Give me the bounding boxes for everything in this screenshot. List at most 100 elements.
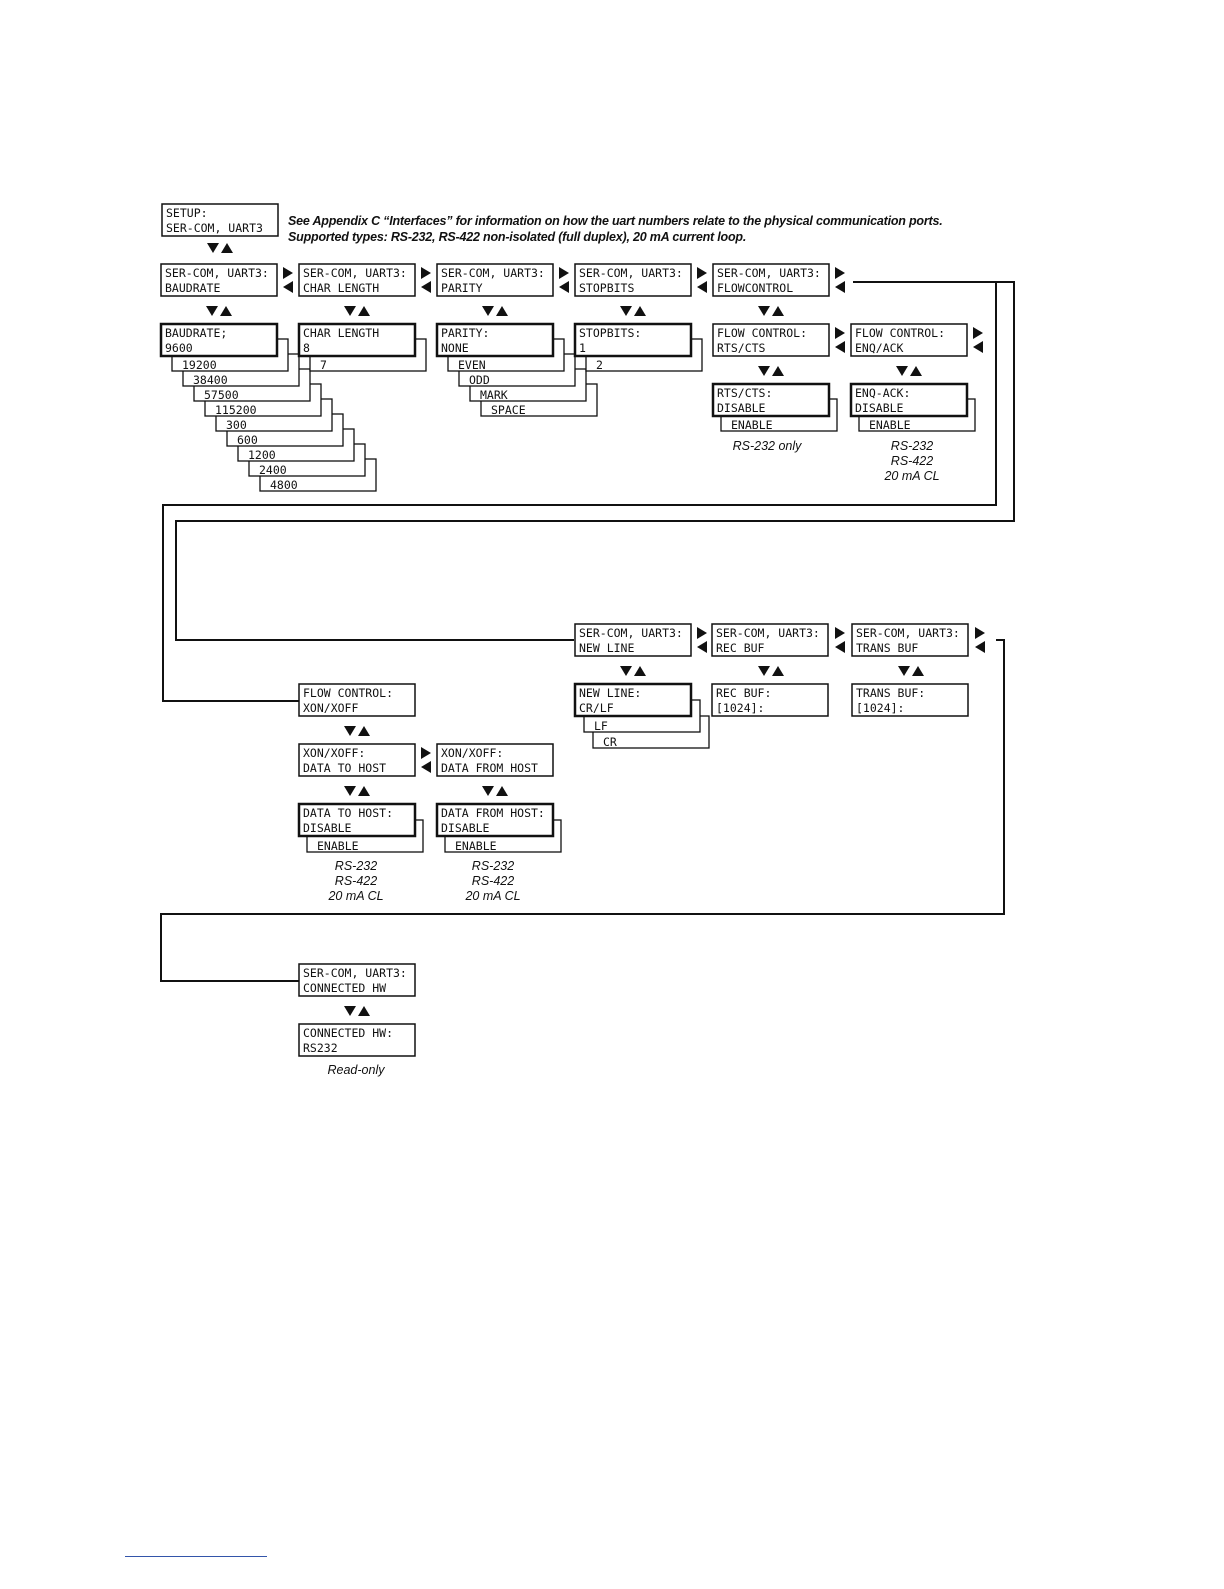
- menu-stopbits-line1: SER-COM, UART3:: [579, 266, 683, 280]
- menu-parity-line2: PARITY: [441, 281, 483, 295]
- arrow-up-icon: [772, 306, 784, 316]
- newline-option: LF: [594, 719, 608, 733]
- arrow-down-icon: [344, 306, 356, 316]
- arrow-up-icon: [772, 666, 784, 676]
- baudrate-setting-line2: 9600: [165, 341, 193, 355]
- baudrate-option: 300: [226, 418, 247, 432]
- menu-recbuf-line1: SER-COM, UART3:: [716, 626, 820, 640]
- menu-connected-hw-box: [298, 963, 416, 997]
- caption-data-from-host: RS-232 RS-422 20 mA CL: [465, 859, 521, 903]
- arrow-up-icon: [358, 786, 370, 796]
- arrow-down-icon: [758, 306, 770, 316]
- flow-control-xonxoff-line2: XON/XOFF: [303, 701, 358, 715]
- setup-line1: SETUP:: [166, 206, 208, 220]
- arrow-down-icon: [344, 786, 356, 796]
- arrow-up-icon: [221, 243, 233, 253]
- arrow-left-icon: [835, 641, 845, 653]
- arrow-down-icon: [344, 1006, 356, 1016]
- parity-setting-line2: NONE: [441, 341, 469, 355]
- rtscts-option: ENABLE: [731, 418, 773, 432]
- data-to-host-setting-box: [297, 802, 417, 838]
- menu-transbuf-line2: TRANS BUF: [856, 641, 918, 655]
- menu-newline-line1: SER-COM, UART3:: [579, 626, 683, 640]
- xonxoff-data-to-host-box: [298, 743, 416, 777]
- rtscts-setting-line1: RTS/CTS:: [717, 386, 772, 400]
- arrow-right-icon: [835, 627, 845, 639]
- arrow-up-icon: [496, 306, 508, 316]
- menu-transbuf-box: [851, 623, 969, 657]
- arrow-down-icon: [620, 306, 632, 316]
- arrow-up-icon: [220, 306, 232, 316]
- arrow-left-icon: [975, 641, 985, 653]
- xonxoff-data-from-host-line2: DATA FROM HOST: [441, 761, 538, 775]
- arrow-down-icon: [896, 366, 908, 376]
- connected-hw-setting-line2: RS232: [303, 1041, 338, 1055]
- connector-to-connected-hw: [160, 639, 1005, 982]
- newline-setting-box: [573, 682, 693, 718]
- arrow-right-icon: [559, 267, 569, 279]
- arrow-left-icon: [421, 761, 431, 773]
- connected-hw-setting-box: [298, 1023, 416, 1057]
- parity-setting-box: [435, 322, 555, 358]
- arrow-up-icon: [358, 306, 370, 316]
- stopbits-setting-line1: STOPBITS:: [579, 326, 641, 340]
- recbuf-setting-box: [711, 683, 829, 717]
- stopbits-setting-box: [573, 322, 693, 358]
- data-to-host-setting-line1: DATA TO HOST:: [303, 806, 393, 820]
- menu-baudrate-line1: SER-COM, UART3:: [165, 266, 269, 280]
- menu-parity-line1: SER-COM, UART3:: [441, 266, 545, 280]
- rtscts-setting-line2: DISABLE: [717, 401, 766, 415]
- xonxoff-data-to-host-line1: XON/XOFF:: [303, 746, 365, 760]
- arrow-right-icon: [835, 267, 845, 279]
- flow-control-enqack-line2: ENQ/ACK: [855, 341, 904, 355]
- enqack-setting-line2: DISABLE: [855, 401, 904, 415]
- menu-charlength-line1: SER-COM, UART3:: [303, 266, 407, 280]
- menu-recbuf-box: [711, 623, 829, 657]
- menu-connected-hw-line2: CONNECTED HW: [303, 981, 386, 995]
- parity-option: EVEN: [458, 358, 486, 372]
- menu-transbuf-line1: SER-COM, UART3:: [856, 626, 960, 640]
- flow-control-xonxoff-line1: FLOW CONTROL:: [303, 686, 393, 700]
- arrow-right-icon: [973, 327, 983, 339]
- menu-flowcontrol-line2: FLOWCONTROL: [717, 281, 793, 295]
- charlength-setting-box: [297, 322, 417, 358]
- data-from-host-setting-line2: DISABLE: [441, 821, 490, 835]
- connected-hw-setting-line1: CONNECTED HW:: [303, 1026, 393, 1040]
- menu-charlength-box: [298, 263, 416, 297]
- flow-control-rtscts-box: [712, 323, 830, 357]
- arrow-left-icon: [421, 281, 431, 293]
- baudrate-setting-box: [159, 322, 279, 358]
- arrow-up-icon: [358, 726, 370, 736]
- data-from-host-setting-line1: DATA FROM HOST:: [441, 806, 545, 820]
- arrow-down-icon: [207, 243, 219, 253]
- arrow-up-icon: [634, 666, 646, 676]
- from-host-option: ENABLE: [455, 839, 497, 853]
- transbuf-setting-line2: [1024]:: [856, 701, 904, 715]
- xonxoff-data-from-host-box: [436, 743, 554, 777]
- arrow-down-icon: [758, 666, 770, 676]
- xonxoff-data-to-host-line2: DATA TO HOST: [303, 761, 386, 775]
- menu-stopbits-line2: STOPBITS: [579, 281, 634, 295]
- data-to-host-setting-line2: DISABLE: [303, 821, 352, 835]
- xonxoff-data-from-host-line1: XON/XOFF:: [441, 746, 503, 760]
- caption-enqack: RS-232 RS-422 20 mA CL: [884, 439, 940, 483]
- stopbits-setting-line2: 1: [579, 341, 586, 355]
- arrow-left-icon: [697, 281, 707, 293]
- flow-control-enqack-box: [850, 323, 968, 357]
- supported-types-note: Supported types: RS-232, RS-422 non-isol…: [288, 230, 747, 244]
- baudrate-option: 115200: [215, 403, 257, 417]
- connector-flowcontrol-to-newline: [175, 281, 1015, 641]
- arrow-right-icon: [975, 627, 985, 639]
- arrow-down-icon: [344, 726, 356, 736]
- arrow-down-icon: [206, 306, 218, 316]
- arrow-left-icon: [835, 281, 845, 293]
- arrow-down-icon: [758, 366, 770, 376]
- appendix-note: See Appendix C “Interfaces” for informat…: [288, 214, 943, 228]
- menu-connected-hw-line1: SER-COM, UART3:: [303, 966, 407, 980]
- arrow-right-icon: [697, 627, 707, 639]
- caption-rtscts: RS-232 only: [732, 439, 802, 453]
- flow-control-xonxoff-box: [298, 683, 416, 717]
- baudrate-option: 2400: [259, 463, 287, 477]
- menu-baudrate-line2: BAUDRATE: [165, 281, 220, 295]
